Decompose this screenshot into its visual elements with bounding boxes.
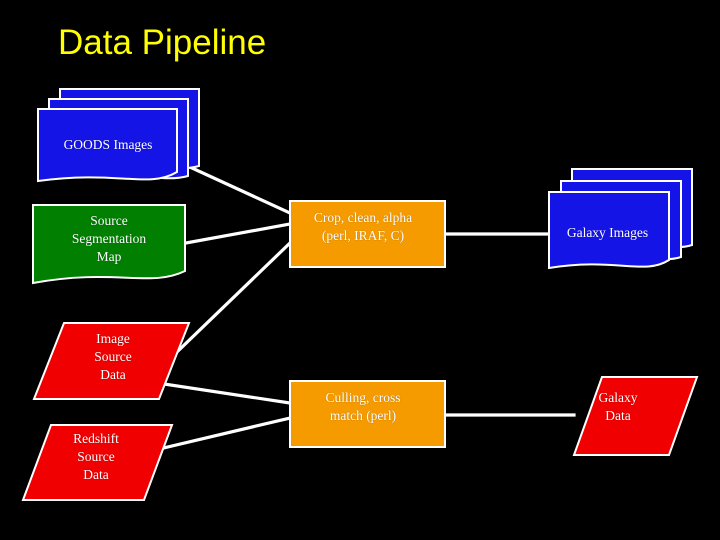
galaxy-data-parallelogram xyxy=(572,376,699,456)
page-title: Data Pipeline xyxy=(58,23,267,62)
image-source-data-parallelogram xyxy=(32,322,191,400)
culling-cross-match-box xyxy=(289,380,446,448)
node-image-source-data[interactable] xyxy=(32,322,191,400)
node-source-segmentation-map[interactable] xyxy=(32,204,186,285)
node-culling-cross-match[interactable] xyxy=(289,380,446,448)
crop-clean-alpha-box xyxy=(289,200,446,268)
goods-images-sheet-front xyxy=(37,108,178,183)
segmentation-map-document xyxy=(32,204,186,285)
node-crop-clean-alpha[interactable] xyxy=(289,200,446,268)
node-redshift-source-data[interactable] xyxy=(21,424,174,501)
node-galaxy-data[interactable] xyxy=(572,376,699,456)
node-galaxy-images[interactable] xyxy=(548,168,693,270)
galaxy-images-sheet-front xyxy=(548,191,670,270)
node-goods-images[interactable] xyxy=(37,88,200,183)
redshift-source-data-parallelogram xyxy=(21,424,174,501)
